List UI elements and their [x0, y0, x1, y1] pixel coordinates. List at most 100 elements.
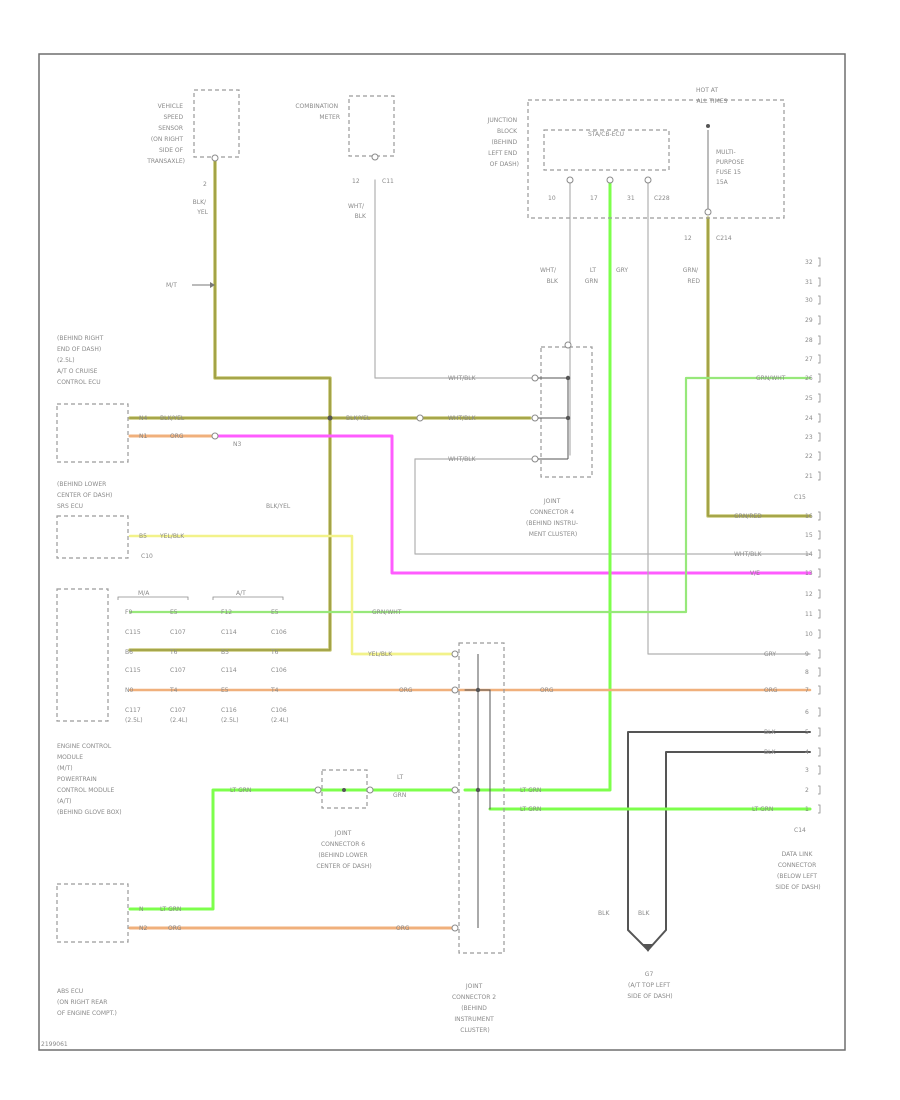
- jc2-lt2: LT GRN: [520, 806, 541, 813]
- ecm-cell: (2.5L): [125, 717, 143, 724]
- abs-wire-1: LT GRN: [160, 906, 181, 913]
- vss-wire-color: BLK/ YEL: [193, 199, 209, 216]
- dlc-pin-1: 1: [805, 806, 809, 813]
- sta-cb-ecu-box: [543, 129, 670, 171]
- vss-pin-label: 2: [203, 181, 207, 188]
- ecm-label: ENGINE CONTROL MODULE (M/T) POWERTRAIN C…: [57, 743, 122, 816]
- dlc-wire-wht-blk: WHT/BLK: [734, 551, 763, 558]
- wire-layer: [128, 158, 812, 951]
- vss-label: VEHICLE SPEED SENSOR (ON RIGHT SIDE OF T…: [146, 103, 185, 165]
- ecm-box: [56, 588, 109, 722]
- dlc-pin-30: 30: [805, 297, 813, 304]
- ecm-cell: C115: [125, 667, 141, 674]
- dlc-pin-6: 6: [805, 709, 809, 716]
- dlc-pin-7: 7: [805, 687, 809, 694]
- dlc-pin-23: 23: [805, 434, 813, 441]
- wire-dlc-blk-1: [627, 731, 811, 951]
- dlc-pin-9: 9: [805, 651, 809, 658]
- dlc-pin-8: 8: [805, 669, 809, 676]
- dlc-wire-grn-red: GRN/RED: [734, 513, 762, 520]
- dlc-wire-gry: GRY: [764, 651, 776, 658]
- ecm-cell: E5: [170, 609, 178, 616]
- fuse-label: MULTI- PURPOSE FUSE 15 15A: [716, 149, 746, 186]
- jc4-wire-2: WHT/BLK: [448, 415, 477, 422]
- dlc-pin-3: 3: [805, 767, 809, 774]
- component-layer: 3231302928272625242322211615141312111098…: [56, 89, 821, 954]
- label-layer: VEHICLE SPEED SENSOR (ON RIGHT SIDE OF T…: [41, 87, 821, 1048]
- jc4-label: JOINT CONNECTOR 4 (BEHIND INSTRU- MENT C…: [526, 498, 580, 538]
- dlc-wire-org: ORG: [764, 687, 778, 694]
- ecm-cell: C106: [271, 707, 287, 714]
- meter-pin-12: 12: [352, 178, 360, 185]
- dlc-pin-2: 2: [805, 787, 809, 794]
- dlc-pin-32: 32: [805, 259, 813, 266]
- ground-symbol: [643, 944, 653, 952]
- ecm-wire-org: ORG: [399, 687, 413, 694]
- jb-pin-31: 31: [627, 195, 635, 202]
- ecm-cell: B5: [221, 649, 229, 656]
- wire-srs-yel-blk: [128, 534, 457, 656]
- jb-pin-c228: C228: [654, 195, 670, 202]
- jc2-org-label: ORG: [540, 687, 554, 694]
- ecm-cell: T6: [270, 649, 279, 656]
- gnd-wire-r: BLK: [638, 910, 650, 917]
- wire-pink: [213, 434, 812, 575]
- cruise-label: (BEHIND RIGHT END OF DASH) (2.5L) A/T O …: [57, 335, 105, 386]
- ecm-cell: N0: [125, 687, 133, 694]
- jb17-color: LT GRN: [585, 267, 598, 285]
- ecm-cell: T6: [169, 649, 178, 656]
- srs-conn: C10: [141, 553, 153, 560]
- vss-box: [193, 89, 240, 158]
- ecm-cell: F12: [221, 609, 232, 616]
- dlc-pin-14: 14: [805, 551, 813, 558]
- ecm-cell: (2.5L): [221, 717, 239, 724]
- ecm-cell: C107: [170, 629, 186, 636]
- dlc-wire-grn-wht: GRN/WHT: [756, 375, 786, 382]
- jc2-label: JOINT CONNECTOR 2 (BEHIND INSTRUMENT CLU…: [452, 983, 498, 1034]
- wire-meter-wht-blk: [374, 179, 536, 379]
- ecm-cell: F9: [125, 609, 132, 616]
- ecm-cell: C116: [221, 707, 237, 714]
- jb31-color: GRY: [616, 267, 628, 274]
- dlc-pin-25: 25: [805, 395, 813, 402]
- ecm-cell: C117: [125, 707, 141, 714]
- jb-pin-17: 17: [590, 195, 598, 202]
- cruise-wire-blk-yel: BLK/YEL: [160, 415, 185, 422]
- srs-ecu-box: [56, 515, 129, 559]
- jb-inner-label: STA/CB-ECU: [588, 131, 624, 138]
- wire-grn-wht: [128, 376, 812, 614]
- dlc-top-conn: C15: [794, 494, 806, 501]
- meter-box: [348, 95, 395, 157]
- fuse-wire-color: GRN/ RED: [683, 267, 701, 285]
- ecm-wire-grn-wht: GRN/WHT: [372, 609, 402, 616]
- wire-jb31-gry: [647, 179, 811, 655]
- dlc-pin-column: 3231302928272625242322211615141312111098…: [805, 257, 821, 814]
- cruise-ecu-box: [56, 403, 129, 463]
- abs-pin-2: N2: [139, 925, 147, 932]
- dlc-pin-24: 24: [805, 415, 813, 422]
- ecm-cell: C114: [221, 667, 237, 674]
- ecm-cell: C107: [170, 667, 186, 674]
- abs-pin-1: N: [139, 906, 144, 913]
- ecm-at-label: A/T: [236, 590, 246, 597]
- dlc-pin-4: 4: [805, 749, 809, 756]
- jc4-box: [540, 346, 593, 478]
- ecm-cell: (2.4L): [271, 717, 289, 724]
- dlc-pin-10: 10: [805, 631, 813, 638]
- wire-fuse-grn-red: [706, 216, 812, 518]
- cruise-pin-n4: N4: [139, 415, 147, 422]
- jc6-label: JOINT CONNECTOR 6 (BEHIND LOWER CENTER O…: [316, 830, 371, 870]
- ecm-cell: T4: [270, 687, 279, 694]
- dlc-bot-conn: C14: [794, 827, 806, 834]
- diagram-frame: [38, 53, 846, 1051]
- abs-ecu-box: [56, 883, 129, 943]
- mid-wire-blk-yel: BLK/YEL: [346, 415, 371, 422]
- dlc-pin-21: 21: [805, 473, 813, 480]
- jc4-wire-3: WHT/BLK: [448, 456, 477, 463]
- dlc-wire-blk2: BLK: [764, 749, 776, 756]
- jc2-abs-org: ORG: [396, 925, 410, 932]
- dlc-pin-11: 11: [805, 611, 813, 618]
- dlc-pin-16: 16: [805, 513, 813, 520]
- ecm-cell: E5: [271, 609, 279, 616]
